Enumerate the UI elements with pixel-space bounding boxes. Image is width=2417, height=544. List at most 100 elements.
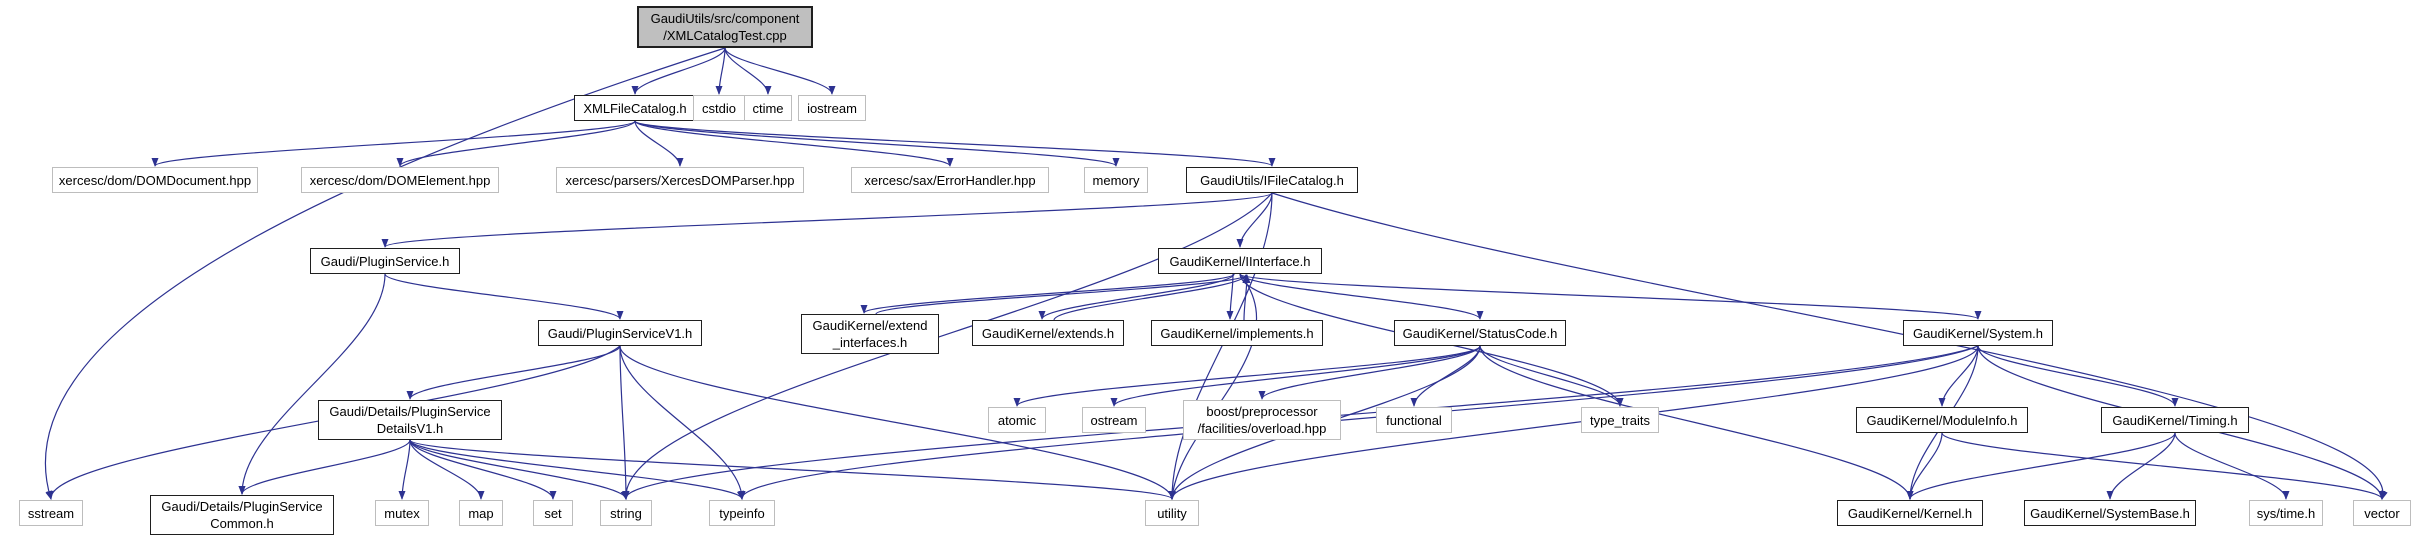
node-label-line: set: [544, 505, 562, 521]
include-edge-iintf-to-extends: [1038, 273, 1235, 320]
node-status[interactable]: GaudiKernel/StatusCode.h: [1394, 320, 1566, 346]
node-label-line: Common.h: [210, 516, 274, 531]
node-iintf[interactable]: GaudiKernel/IInterface.h: [1158, 248, 1322, 274]
include-edge-timing-to-sysbase: [2106, 432, 2176, 500]
node-main: GaudiUtils/src/component/XMLCatalogTest.…: [637, 6, 813, 48]
node-label-line: DetailsV1.h: [376, 421, 444, 436]
node-label-line: typeinfo: [719, 505, 765, 521]
node-label-line: GaudiUtils/IFileCatalog.h: [1200, 172, 1344, 188]
include-edge-xmlcat-to-errh: [634, 120, 954, 167]
node-label-line: iostream: [807, 100, 857, 116]
include-edge-main-to-iostream: [724, 47, 836, 95]
node-label-line: GaudiKernel/implements.h: [1160, 325, 1314, 341]
node-ifile[interactable]: GaudiUtils/IFileCatalog.h: [1186, 167, 1358, 193]
node-mutex: mutex: [375, 500, 429, 526]
include-edge-psvc-to-common: [238, 273, 386, 495]
include-edge-detv1-to-set: [409, 439, 557, 500]
include-edge-iintf-to-status: [1239, 273, 1484, 320]
node-label-line: XMLFileCatalog.h: [583, 100, 687, 116]
node-systime: sys/time.h: [2249, 500, 2323, 526]
node-label-line: mutex: [384, 505, 420, 521]
node-label-line: Gaudi/Details/PluginService: [161, 499, 323, 514]
include-edge-status-to-ostream: [1110, 345, 1481, 407]
node-iostream: iostream: [798, 95, 866, 121]
node-label-line: ctime: [752, 100, 784, 116]
include-edge-extends-to-iintf: [1053, 274, 1250, 321]
include-edge-psv1-to-utility: [619, 345, 1176, 500]
node-label-line: utility: [1157, 505, 1187, 521]
include-edge-xmlcat-to-ifile: [634, 120, 1276, 167]
node-label-line: xercesc/sax/ErrorHandler.hpp: [864, 172, 1036, 188]
node-string: string: [600, 500, 652, 526]
node-label-line: /facilities/overload.hpp: [1197, 421, 1327, 436]
include-edge-timing-to-kernel: [1906, 432, 2176, 500]
include-edge-xmlcat-to-domdoc: [151, 120, 636, 167]
node-label-line: boost/preprocessor: [1206, 404, 1318, 419]
include-edge-psv1-to-detv1: [406, 345, 621, 400]
include-edge-main-to-cstdio: [715, 47, 726, 95]
node-set: set: [533, 500, 573, 526]
node-boost: boost/preprocessor/facilities/overload.h…: [1183, 400, 1341, 440]
include-edge-system-to-modinfo: [1938, 345, 1979, 407]
node-ostream: ostream: [1082, 407, 1146, 433]
node-impl[interactable]: GaudiKernel/implements.h: [1151, 320, 1323, 346]
node-modinfo[interactable]: GaudiKernel/ModuleInfo.h: [1856, 407, 2028, 433]
node-sysbase[interactable]: GaudiKernel/SystemBase.h: [2024, 500, 2196, 526]
node-timing[interactable]: GaudiKernel/Timing.h: [2101, 407, 2249, 433]
node-label-line: ostream: [1090, 412, 1138, 428]
include-edge-status-to-functional: [1410, 345, 1481, 407]
node-label-line: atomic: [997, 412, 1037, 428]
node-label-line: xercesc/dom/DOMElement.hpp: [309, 172, 491, 188]
include-edge-psv1-to-sstream: [46, 345, 621, 500]
include-edge-xmlcat-to-parser: [634, 120, 684, 167]
include-edge-iintf-to-impl: [1226, 273, 1234, 320]
node-label-line: sys/time.h: [2256, 505, 2316, 521]
node-extint[interactable]: GaudiKernel/extend_interfaces.h: [801, 314, 939, 354]
node-psv1[interactable]: Gaudi/PluginServiceV1.h: [538, 320, 702, 346]
node-parser: xercesc/parsers/XercesDOMParser.hpp: [556, 167, 804, 193]
include-edge-timing-to-systime: [2174, 432, 2290, 500]
node-typeinfo: typeinfo: [709, 500, 775, 526]
node-label-line: Gaudi/Details/PluginService: [329, 404, 491, 419]
include-edge-iintf-to-extint: [860, 273, 1235, 314]
include-edge-status-to-atomic: [1013, 345, 1481, 407]
node-memory: memory: [1084, 167, 1148, 193]
include-edge-main-to-xmlcat: [631, 47, 726, 95]
node-system[interactable]: GaudiKernel/System.h: [1903, 320, 2053, 346]
node-xmlcat[interactable]: XMLFileCatalog.h: [574, 95, 696, 121]
include-edge-detv1-to-string: [409, 439, 630, 500]
node-label-line: sstream: [27, 505, 75, 521]
node-typetraits: type_traits: [1581, 407, 1659, 433]
node-label-line: cstdio: [702, 100, 736, 116]
node-kernel[interactable]: GaudiKernel/Kernel.h: [1837, 500, 1983, 526]
include-edge-modinfo-to-vector: [1941, 432, 2386, 500]
node-sstream: sstream: [19, 500, 83, 526]
include-edge-detv1-to-utility: [409, 439, 1176, 500]
node-utility: utility: [1145, 500, 1199, 526]
include-edge-ifile-to-utility: [1168, 192, 1273, 500]
node-label-line: GaudiKernel/extend: [812, 318, 928, 333]
node-label-line: GaudiKernel/extends.h: [981, 325, 1115, 341]
include-edge-extint-to-iintf: [875, 274, 1250, 315]
include-edge-status-to-kernel: [1479, 345, 1914, 500]
node-label-line: GaudiKernel/StatusCode.h: [1402, 325, 1558, 341]
node-label-line: string: [610, 505, 642, 521]
include-edge-ifile-to-iintf: [1236, 192, 1273, 248]
node-label-line: map: [468, 505, 494, 521]
include-edge-status-to-boost: [1258, 345, 1481, 400]
node-label-line: functional: [1386, 412, 1442, 428]
node-extends[interactable]: GaudiKernel/extends.h: [972, 320, 1124, 346]
include-edge-iintf-to-utility: [1169, 273, 1257, 500]
node-label-line: GaudiKernel/SystemBase.h: [2030, 505, 2190, 521]
node-label-line: memory: [1092, 172, 1140, 188]
include-edge-iintf-to-system: [1239, 273, 1982, 320]
node-ctime: ctime: [744, 95, 792, 121]
include-edge-psv1-to-string: [619, 345, 630, 500]
include-edge-system-to-timing: [1977, 345, 2179, 407]
include-edge-ifile-to-psvc: [381, 192, 1273, 248]
include-edge-xmlcat-to-memory: [634, 120, 1120, 167]
node-label-line: GaudiKernel/ModuleInfo.h: [1866, 412, 2018, 428]
node-psvc[interactable]: Gaudi/PluginService.h: [310, 248, 460, 274]
